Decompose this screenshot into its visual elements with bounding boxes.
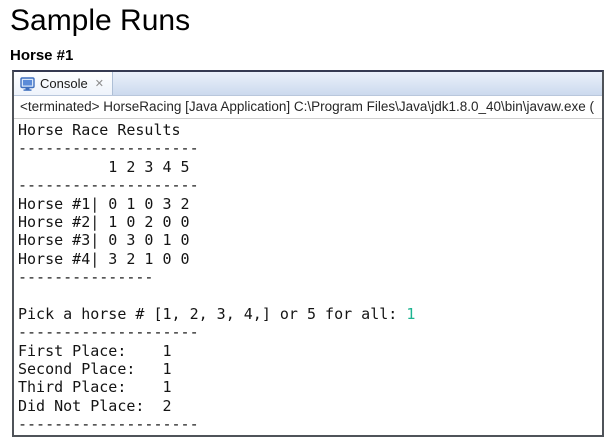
close-icon[interactable]: ✕ (94, 77, 104, 90)
console-line: -------------------- (18, 323, 199, 342)
section-heading: Horse #1 (10, 47, 74, 64)
console-line: -------------------- (18, 139, 199, 158)
console-line: -------------------- (18, 415, 199, 434)
console-line: --------------- (18, 268, 154, 287)
console-line: Pick a horse # [1, 2, 3, 4,] or 5 for al… (18, 304, 416, 323)
console-status-line: <terminated> HorseRacing [Java Applicati… (14, 96, 602, 119)
console-line: Horse Race Results (18, 121, 181, 139)
console-line: Second Place: 1 (18, 360, 172, 379)
console-monitor-icon (20, 76, 35, 91)
console-line: 1 2 3 4 5 (18, 157, 190, 176)
console-line: Horse #1| 0 1 0 3 2 (18, 194, 190, 213)
user-input-text: 1 (406, 304, 416, 323)
console-line (18, 287, 602, 305)
console-line: Horse #3| 0 3 0 1 0 (18, 231, 190, 250)
console-output[interactable]: Horse Race Results-------------------- 1… (14, 119, 602, 434)
console-line: Did Not Place: 2 (18, 396, 172, 415)
page-title: Sample Runs (10, 4, 191, 37)
console-tabbar: Console ✕ (14, 72, 602, 96)
console-panel: Console ✕ <terminated> HorseRacing [Java… (12, 70, 604, 437)
console-line: Horse #2| 1 0 2 0 0 (18, 212, 190, 231)
tab-console-label: Console (40, 76, 88, 91)
console-line: First Place: 1 (18, 341, 172, 360)
console-line: Third Place: 1 (18, 378, 172, 397)
console-line: Horse #4| 3 2 1 0 0 (18, 249, 190, 268)
console-line: -------------------- (18, 176, 199, 195)
tab-console[interactable]: Console ✕ (14, 72, 113, 95)
